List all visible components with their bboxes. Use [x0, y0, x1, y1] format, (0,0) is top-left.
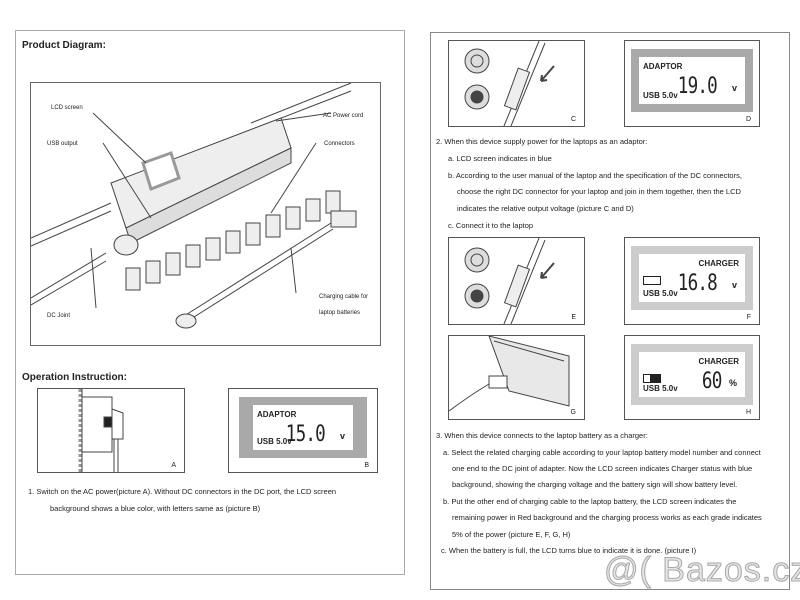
lcd-mode: ADAPTOR: [257, 410, 297, 419]
picture-label: B: [364, 462, 369, 469]
wall-socket-illustration: [78, 389, 124, 472]
lcd-value: 60: [701, 369, 721, 394]
lcd-usb: USB 5.0v: [643, 384, 678, 393]
step3-text: 3. When this device connects to the lapt…: [436, 431, 648, 440]
picture-label: F: [746, 314, 751, 321]
picture-label: G: [570, 409, 576, 416]
product-diagram: LCD screen USB output AC Power cord Conn…: [30, 82, 381, 346]
lcd-value: 16.8: [677, 271, 718, 296]
label-lcd-screen: LCD screen: [51, 105, 83, 111]
picture-c: C: [448, 40, 585, 127]
battery-icon: [643, 276, 661, 285]
label-ac-power-cord: AC Power cord: [323, 113, 364, 119]
step2b-text: b. According to the user manual of the l…: [448, 171, 742, 180]
lcd-unit: %: [728, 378, 737, 388]
label-dc-joint: DC Joint: [47, 313, 71, 319]
adapter-illustration: [31, 83, 357, 329]
lcd-unit: v: [731, 83, 737, 93]
step2c-text: c. Connect it to the laptop: [448, 221, 534, 230]
picture-label: C: [570, 116, 576, 123]
battery-level-fill: [650, 375, 660, 382]
picture-h-lcd: CHARGER 60 % USB 5.0v H: [624, 335, 760, 420]
connector-plug-illustration: [464, 238, 555, 324]
label-laptop-batteries: laptop batteries: [319, 310, 361, 316]
lcd-usb: USB 5.0v: [643, 91, 678, 100]
picture-d-lcd: ADAPTOR 19.0 v USB 5.0v D: [624, 40, 760, 127]
picture-label: H: [745, 409, 751, 416]
battery-icon: [643, 374, 661, 383]
connectors-row: [125, 190, 341, 291]
connector-plug-illustration: [464, 41, 555, 126]
step2b-text-cont2: indicates the relative output voltage (p…: [457, 204, 634, 213]
label-charging-cable: Charging cable for: [319, 294, 369, 300]
lcd-value: 19.0: [677, 74, 718, 99]
left-page: [15, 30, 405, 575]
step3a-text: a. Select the related charging cable acc…: [443, 448, 761, 457]
step1-text-cont: background shows a blue color, with lett…: [50, 504, 261, 513]
lcd-mode: CHARGER: [698, 259, 739, 268]
step2b-text-cont: choose the right DC connector for your l…: [457, 187, 741, 196]
picture-label: A: [171, 462, 176, 469]
operation-instruction-title: Operation Instruction:: [22, 372, 127, 383]
watermark: @( Bazos.cz: [603, 551, 800, 590]
picture-label: D: [745, 116, 751, 123]
picture-g: G: [448, 335, 585, 420]
step2-text: 2. When this device supply power for the…: [436, 137, 648, 146]
step3b-text: b. Put the other end of charging cable t…: [443, 497, 737, 506]
lcd-value: 15.0: [285, 422, 326, 447]
laptop-battery-illustration: [449, 336, 570, 412]
step3a-text-cont: one end to the DC joint of adapter. Now …: [452, 464, 753, 473]
label-connectors: Connectors: [324, 141, 355, 147]
picture-label: E: [571, 314, 576, 321]
lcd-mode: CHARGER: [698, 357, 739, 366]
step3b-text-cont: remaining power in Red background and th…: [452, 513, 762, 522]
picture-b-lcd: ADAPTOR 15.0 v USB 5.0v B: [228, 388, 378, 473]
lcd-usb: USB 5.0v: [643, 289, 678, 298]
lcd-mode: ADAPTOR: [643, 62, 683, 71]
right-page: [430, 32, 790, 590]
lcd-unit: v: [731, 280, 737, 290]
product-diagram-title: Product Diagram:: [22, 40, 106, 51]
picture-e: E: [448, 237, 585, 325]
step3a-text-cont2: background, showing the charging voltage…: [452, 480, 738, 489]
lcd-usb: USB 5.0v: [257, 437, 292, 446]
step1-text: 1. Switch on the AC power(picture A). Wi…: [28, 487, 337, 496]
lcd-unit: v: [339, 431, 345, 441]
step3c-text: c. When the battery is full, the LCD tur…: [441, 546, 697, 555]
picture-f-lcd: CHARGER 16.8 v USB 5.0v F: [624, 237, 760, 325]
picture-a: A: [37, 388, 185, 473]
step3b-text-cont2: 5% of the power (picture E, F, G, H): [452, 530, 571, 539]
label-usb-output: USB output: [47, 141, 78, 147]
step2a-text: a. LCD screen indicates in blue: [448, 154, 552, 163]
